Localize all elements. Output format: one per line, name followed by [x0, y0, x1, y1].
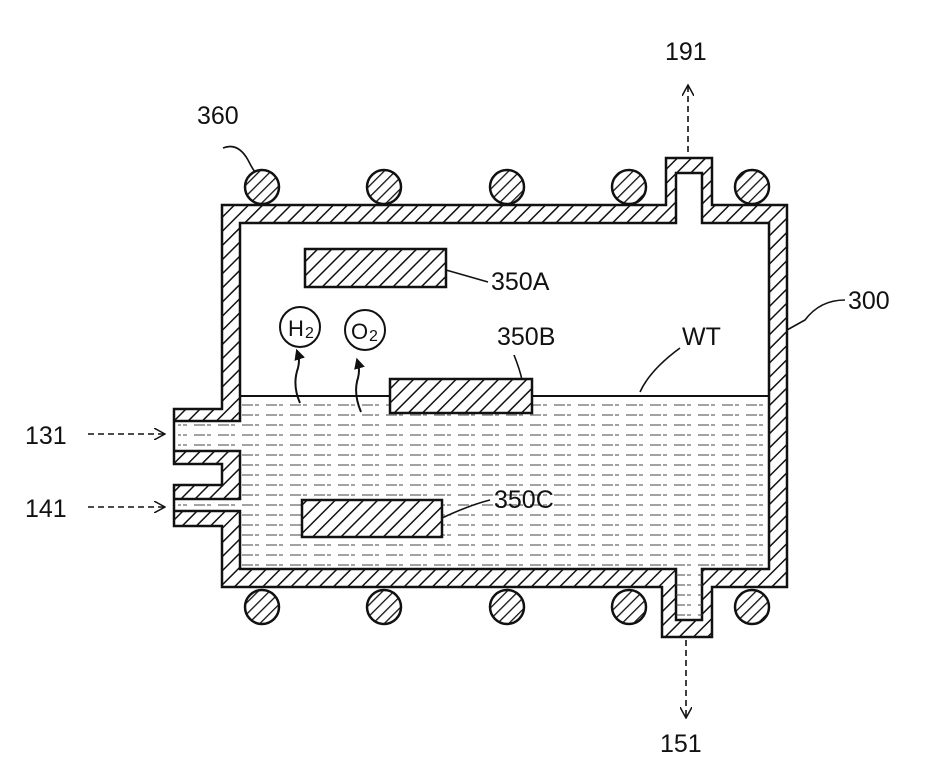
- coil-row-top: [245, 170, 769, 204]
- oxygen-subscript: 2: [369, 328, 378, 345]
- label-wt: WT: [682, 323, 721, 351]
- hydrogen-bubble: H 2: [280, 307, 320, 403]
- label-350c: 350C: [494, 486, 554, 514]
- inlet-arrows: [88, 434, 165, 507]
- label-141: 141: [25, 495, 67, 523]
- hydrogen-subscript: 2: [305, 325, 314, 342]
- electrode-350a: [305, 249, 446, 287]
- oxygen-symbol: O: [351, 319, 368, 344]
- label-191: 191: [665, 38, 707, 66]
- label-151: 151: [660, 730, 702, 758]
- label-350a: 350A: [491, 268, 550, 296]
- label-131: 131: [25, 422, 67, 450]
- hydrogen-symbol: H: [288, 316, 304, 341]
- label-300: 300: [848, 287, 890, 315]
- electrode-350b: [390, 379, 532, 413]
- label-360: 360: [197, 102, 239, 130]
- electrode-350c: [302, 500, 442, 537]
- label-350b: 350B: [497, 323, 555, 351]
